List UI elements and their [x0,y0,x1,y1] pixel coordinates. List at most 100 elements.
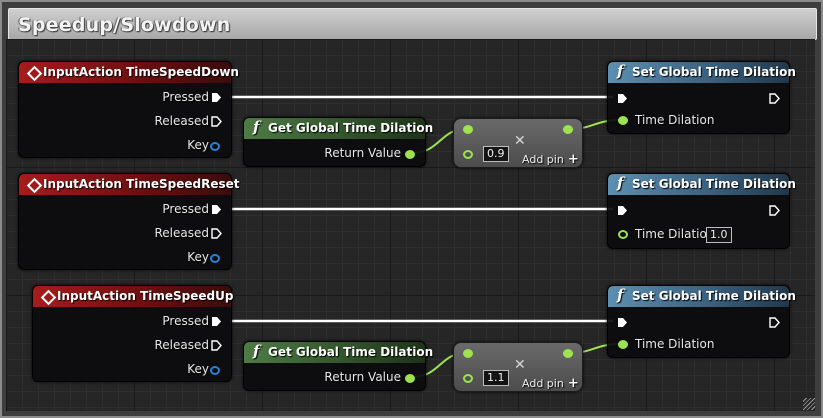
return-row: Return Value [244,146,427,162]
return-value-pin[interactable] [405,150,415,159]
plus-icon: + [567,152,579,167]
pressed-label: Pressed [162,90,209,104]
node-header[interactable]: InputAction TimeSpeedReset [19,174,240,195]
get-time-dilation-node[interactable]: f Get Global Time Dilation Return Value [243,341,433,391]
multiply-icon: ✕ [514,133,526,149]
get-time-dilation-node[interactable]: f Get Global Time Dilation Return Value [243,117,433,167]
time-dilation-pin[interactable] [618,340,628,349]
add-pin-button[interactable]: Add pin+ [522,376,579,391]
exec-out-pin[interactable] [211,316,222,327]
exec-out-pin[interactable] [211,92,222,103]
diamond-icon [26,177,43,194]
time-dilation-label: Time Dilation [635,337,715,351]
node-title: InputAction TimeSpeedReset [43,177,240,191]
key-pin[interactable] [210,254,220,263]
diamond-icon [26,65,43,82]
input-action-node[interactable]: InputAction TimeSpeedReset Pressed Relea… [18,173,240,270]
comment-header[interactable]: Speedup/Slowdown [8,8,817,40]
exec-in-pin[interactable] [617,317,628,328]
node-title: Set Global Time Dilation [632,65,796,79]
time-dilation-label: Time Dilation [635,227,715,241]
exec-in-pin[interactable] [617,93,628,104]
node-header[interactable]: f Set Global Time Dilation [608,174,796,195]
time-dilation-pin[interactable] [618,230,628,239]
input-action-node[interactable]: InputAction TimeSpeedUp Pressed Released… [32,285,234,382]
time-dilation-value-input[interactable]: 1.0 [706,227,732,243]
return-value-label: Return Value [324,146,401,160]
resize-grip[interactable] [803,398,815,410]
function-icon: f [617,286,624,304]
multiply-value-input[interactable]: 0.9 [483,146,509,162]
node-header[interactable]: InputAction TimeSpeedUp [33,286,234,307]
key-row: Key [33,362,233,378]
add-pin-label: Add pin [522,377,564,390]
diamond-icon [40,289,57,306]
exec-in-pin[interactable] [617,205,628,216]
node-title: Get Global Time Dilation [268,345,434,359]
add-pin-button[interactable]: Add pin+ [522,152,579,167]
pressed-label: Pressed [162,202,209,216]
pressed-row: Pressed [19,90,233,106]
pressed-row: Pressed [19,202,233,218]
time-dilation-row: Time Dilation [608,337,791,353]
exec-out-pin[interactable] [211,228,222,239]
node-header[interactable]: f Get Global Time Dilation [244,342,433,363]
released-row: Released [33,338,233,354]
exec-out-pin[interactable] [211,340,222,351]
pressed-label: Pressed [162,314,209,328]
node-header[interactable]: InputAction TimeSpeedDown [19,62,239,83]
node-header[interactable]: f Get Global Time Dilation [244,118,433,139]
multiply-input-b-pin[interactable] [463,150,473,159]
pressed-row: Pressed [33,314,233,330]
time-dilation-row: Time Dilation 1.0 [608,227,791,243]
function-icon: f [617,174,624,192]
time-dilation-row: Time Dilation [608,113,791,129]
time-dilation-pin[interactable] [618,116,628,125]
set-time-dilation-node[interactable]: f Set Global Time Dilation Time Dilation [607,285,796,358]
exec-out-pin[interactable] [211,116,222,127]
node-header[interactable]: f Set Global Time Dilation [608,286,796,307]
multiply-input-b-pin[interactable] [463,374,473,383]
multiply-node[interactable]: 1.1 ✕ Add pin+ [453,342,583,392]
released-label: Released [154,114,209,128]
multiply-node[interactable]: 0.9 ✕ Add pin+ [453,118,583,168]
exec-out-pin[interactable] [769,93,780,104]
node-title: Get Global Time Dilation [268,121,434,135]
function-icon: f [253,342,260,360]
exec-out-pin[interactable] [769,317,780,328]
add-pin-label: Add pin [522,153,564,166]
plus-icon: + [567,376,579,391]
multiply-icon: ✕ [514,357,526,373]
return-value-label: Return Value [324,370,401,384]
input-action-node[interactable]: InputAction TimeSpeedDown Pressed Releas… [18,61,239,158]
node-title: InputAction TimeSpeedUp [57,289,234,303]
node-title: Set Global Time Dilation [632,177,796,191]
comment-title: Speedup/Slowdown [18,14,231,36]
return-value-pin[interactable] [405,374,415,383]
return-row: Return Value [244,370,427,386]
node-title: InputAction TimeSpeedDown [43,65,239,79]
released-row: Released [19,114,233,130]
key-label: Key [187,362,209,376]
key-row: Key [19,138,233,154]
function-icon: f [617,62,624,80]
multiply-input-a-pin[interactable] [463,125,473,134]
released-row: Released [19,226,233,242]
key-label: Key [187,250,209,264]
key-label: Key [187,138,209,152]
released-label: Released [154,338,209,352]
key-pin[interactable] [210,366,220,375]
multiply-input-a-pin[interactable] [463,349,473,358]
node-header[interactable]: f Set Global Time Dilation [608,62,796,83]
time-dilation-label: Time Dilation [635,113,715,127]
exec-out-pin[interactable] [211,204,222,215]
released-label: Released [154,226,209,240]
set-time-dilation-node[interactable]: f Set Global Time Dilation Time Dilation [607,61,796,134]
key-pin[interactable] [210,142,220,151]
multiply-value-input[interactable]: 1.1 [483,370,509,386]
exec-out-pin[interactable] [769,205,780,216]
multiply-output-pin[interactable] [563,349,573,358]
multiply-output-pin[interactable] [563,125,573,134]
set-time-dilation-node[interactable]: f Set Global Time Dilation Time Dilation… [607,173,796,249]
key-row: Key [19,250,233,266]
